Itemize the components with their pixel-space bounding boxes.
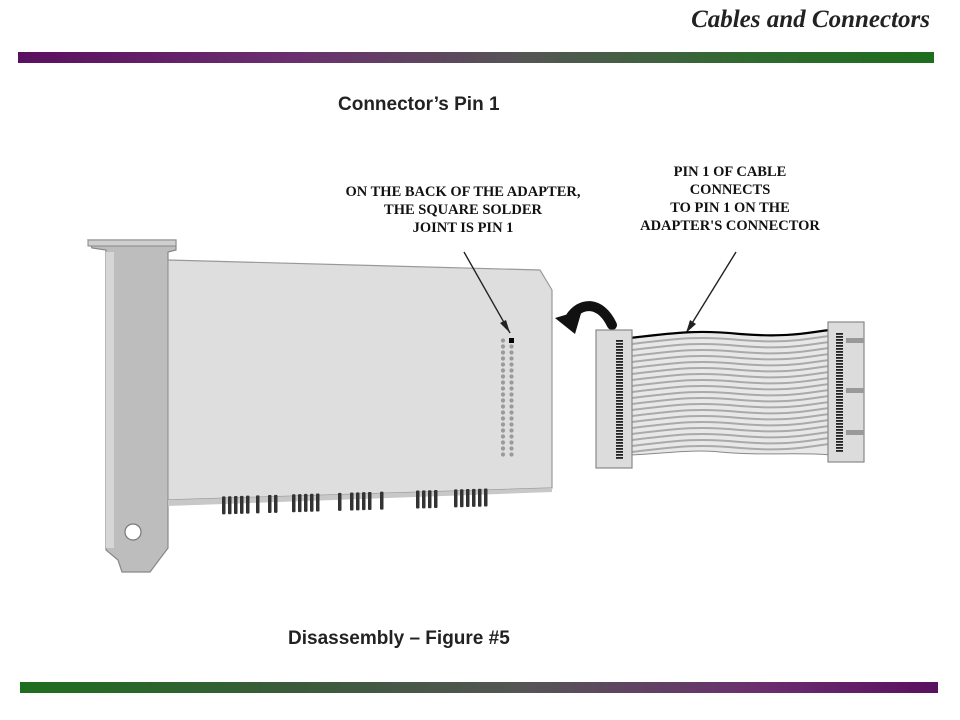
connector-right-pins [836,333,843,452]
cable-note-line: CONNECTS [689,182,771,198]
curved-direction-arrow-icon [555,301,617,334]
square-pin1-solder-joint [509,338,514,343]
adapter-note-line: JOINT IS PIN 1 [412,220,514,236]
cable-pin1-note: PIN 1 OF CABLE CONNECTS TO PIN 1 ON THE … [610,163,850,235]
cable-connector-right [827,321,865,463]
adapter-board [167,259,553,506]
cable-note-line: ADAPTER'S CONNECTOR [640,218,820,234]
pointer-arrow-adapter [463,251,511,334]
cable-note-line: TO PIN 1 ON THE [670,200,790,216]
solder-joint-rows [500,338,514,457]
slide-subtitle: Connector’s Pin 1 [338,94,500,115]
pointer-arrow-cable [685,251,737,334]
slide-header-title: Cables and Connectors [691,6,930,33]
bottom-gradient-bar [20,682,938,693]
ribbon-cable [629,328,831,456]
figure-caption: Disassembly – Figure #5 [288,628,510,649]
adapter-note-line: THE SQUARE SOLDER [384,202,542,218]
adapter-note-line: ON THE BACK OF THE ADAPTER, [345,184,581,200]
adapter-bracket [87,239,177,573]
top-gradient-bar [18,52,934,63]
cable-connector-left [595,329,633,469]
connector-left-pins [616,340,623,459]
cable-note-line: PIN 1 OF CABLE [673,164,787,180]
ribbon-wires [631,335,831,453]
edge-connector-pads [222,488,488,515]
adapter-pin1-note: ON THE BACK OF THE ADAPTER, THE SQUARE S… [308,183,618,237]
